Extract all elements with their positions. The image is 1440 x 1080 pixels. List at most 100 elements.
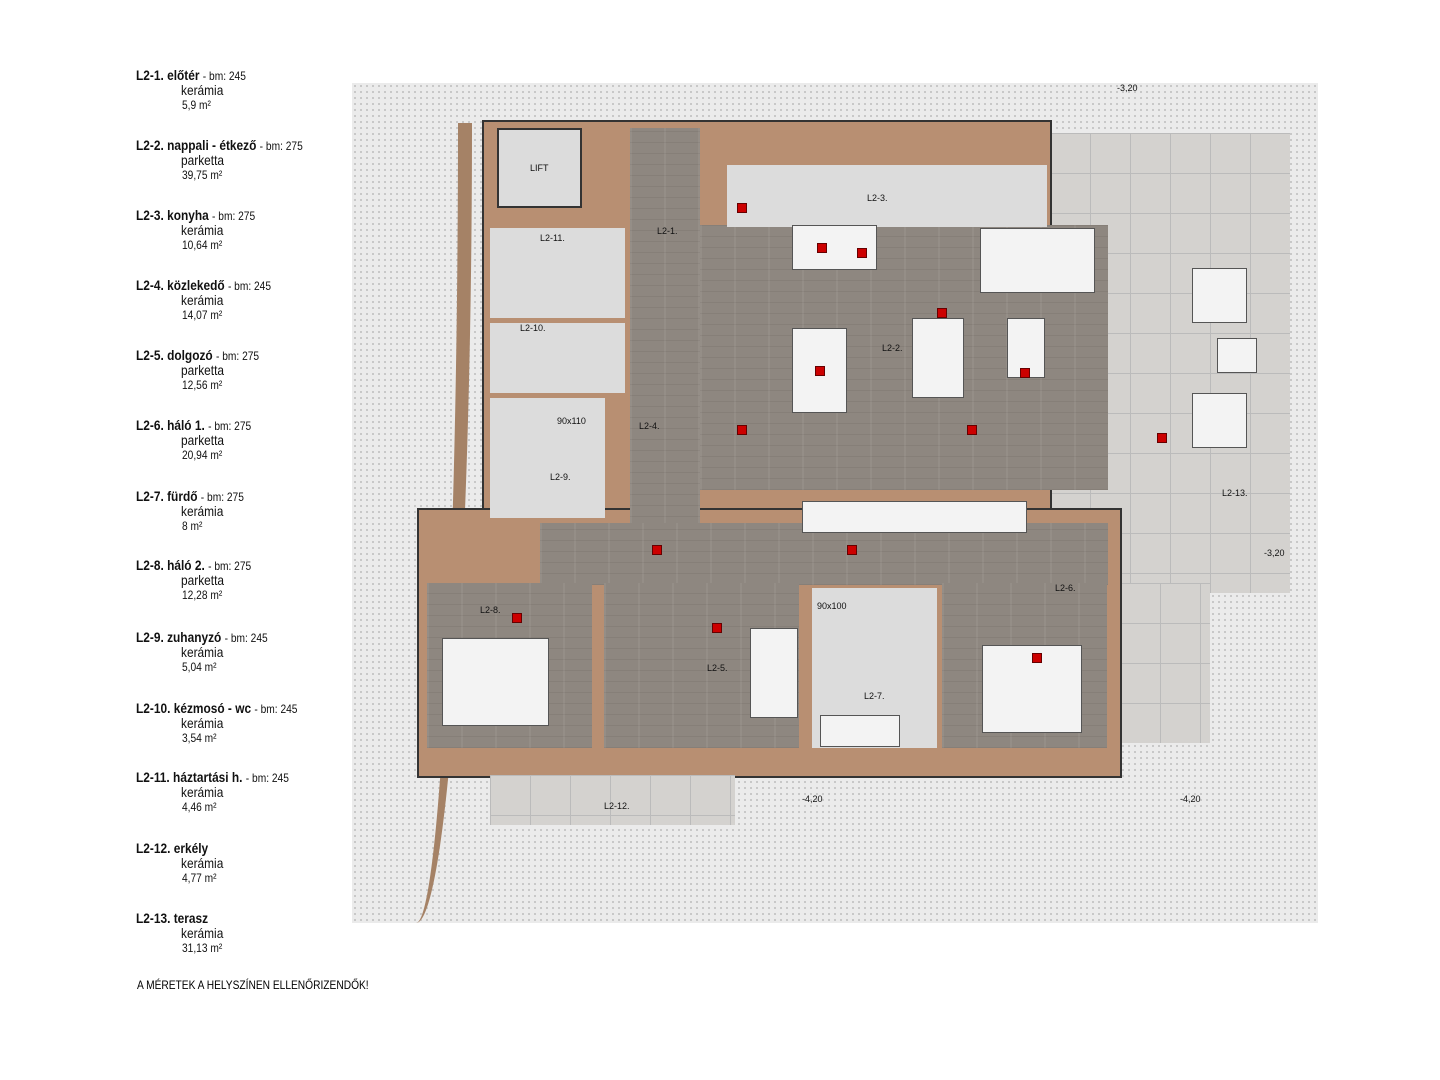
legend-title: L2-7. fürdő - bm: 275 [136, 488, 244, 504]
room-height: - bm: 245 [254, 702, 298, 716]
room-code: L2-4. [136, 277, 164, 293]
room-material: kerámia [181, 855, 224, 871]
room-height: - bm: 245 [245, 771, 289, 785]
legend-title: L2-8. háló 2. - bm: 275 [136, 557, 251, 573]
lift-shaft [497, 128, 582, 208]
room-area: 4,46 m² [182, 800, 217, 814]
room-area: 14,07 m² [182, 308, 223, 322]
wardrobe-corridor [802, 501, 1027, 533]
legend-title: L2-5. dolgozó - bm: 275 [136, 347, 259, 363]
room-code: L2-9. [136, 629, 164, 645]
electrical-marker [512, 613, 522, 623]
electrical-marker [847, 545, 857, 555]
room-code: L2-8. [136, 557, 164, 573]
electrical-marker [712, 623, 722, 633]
room-label-L2-3: L2-3. [867, 193, 888, 203]
room-label-L2-2: L2-2. [882, 343, 903, 353]
room-height: - bm: 245 [224, 631, 268, 645]
room-material: kerámia [181, 925, 224, 941]
room-name: közlekedő [167, 277, 225, 293]
utility-floor [490, 228, 625, 318]
terrace-sofa [1192, 268, 1247, 323]
electrical-marker [817, 243, 827, 253]
electrical-marker [652, 545, 662, 555]
room-name: kézmosó - wc [173, 700, 252, 716]
room-material: kerámia [181, 784, 224, 800]
legend-title: L2-9. zuhanyzó - bm: 245 [136, 629, 268, 645]
room-area: 8 m² [182, 519, 203, 533]
room-code: L2-3. [136, 207, 164, 223]
electrical-marker [737, 203, 747, 213]
room-code: L2-5. [136, 347, 164, 363]
room-label-L2-13: L2-13. [1222, 488, 1248, 498]
hall-floor [630, 128, 700, 528]
legend-title: L2-12. erkély [136, 840, 217, 856]
kitchen-counter-sofa [980, 228, 1095, 293]
electrical-marker [1157, 433, 1167, 443]
terrace-sofa-2 [1192, 393, 1247, 448]
room-code: L2-7. [136, 488, 164, 504]
room-height: - bm: 275 [212, 209, 256, 223]
legend-title: L2-4. közlekedő - bm: 245 [136, 277, 271, 293]
level-mark: -4,20 [1180, 794, 1201, 804]
legend-title: L2-2. nappali - étkező - bm: 275 [136, 137, 303, 153]
legend-title: L2-11. háztartási h. - bm: 245 [136, 769, 289, 785]
level-mark: -4,20 [802, 794, 823, 804]
room-label-L2-6: L2-6. [1055, 583, 1076, 593]
room-label-L2-5: L2-5. [707, 663, 728, 673]
room-code: L2-11. [136, 769, 170, 785]
bathtub [820, 715, 900, 747]
floor-plan: LIFT L2-1. L2-2. L2-3. L2-4. L2-5. L2-6.… [352, 83, 1318, 923]
shower-size: 90x110 [557, 416, 586, 426]
room-material: kerámia [181, 715, 224, 731]
room-code: L2-12. [136, 840, 171, 856]
bed-bedroom2 [442, 638, 549, 726]
legend-title: L2-6. háló 1. - bm: 275 [136, 417, 251, 433]
room-area: 31,13 m² [182, 941, 223, 955]
room-label-L2-7: L2-7. [864, 691, 885, 701]
room-material: parketta [181, 152, 225, 168]
room-name: konyha [167, 207, 209, 223]
room-height: - bm: 245 [227, 279, 272, 293]
room-label-L2-4: L2-4. [639, 421, 660, 431]
room-area: 4,77 m² [182, 871, 217, 885]
room-name: fürdő [167, 488, 198, 504]
room-label-L2-10: L2-10. [520, 323, 546, 333]
corridor-floor [540, 523, 1108, 585]
room-height: - bm: 275 [200, 490, 244, 504]
room-material: parketta [181, 572, 225, 588]
sofa [912, 318, 964, 398]
room-material: parketta [181, 362, 225, 378]
room-height: - bm: 275 [208, 419, 252, 433]
terrace-floor-lower [1120, 583, 1210, 743]
room-name: háztartási h. [173, 769, 243, 785]
kitchen-floor [727, 165, 1047, 227]
room-area: 5,04 m² [182, 660, 217, 674]
electrical-marker [815, 366, 825, 376]
legend-title: L2-1. előtér - bm: 245 [136, 67, 246, 83]
desk [750, 628, 798, 718]
room-name: zuhanyzó [167, 629, 222, 645]
balcony-floor [490, 775, 735, 825]
room-area: 12,28 m² [182, 588, 223, 602]
room-name: nappali - étkező [167, 137, 257, 153]
room-code: L2-13. [136, 910, 171, 926]
room-material: parketta [181, 432, 225, 448]
room-height: - bm: 275 [208, 559, 252, 573]
room-area: 3,54 m² [182, 731, 217, 745]
room-area: 20,94 m² [182, 448, 223, 462]
room-code: L2-6. [136, 417, 164, 433]
room-area: 12,56 m² [182, 378, 223, 392]
room-label-L2-1: L2-1. [657, 226, 678, 236]
electrical-marker [737, 425, 747, 435]
shower-size-bath: 90x100 [817, 601, 847, 611]
room-name: erkély [173, 840, 209, 856]
room-area: 39,75 m² [182, 168, 223, 182]
